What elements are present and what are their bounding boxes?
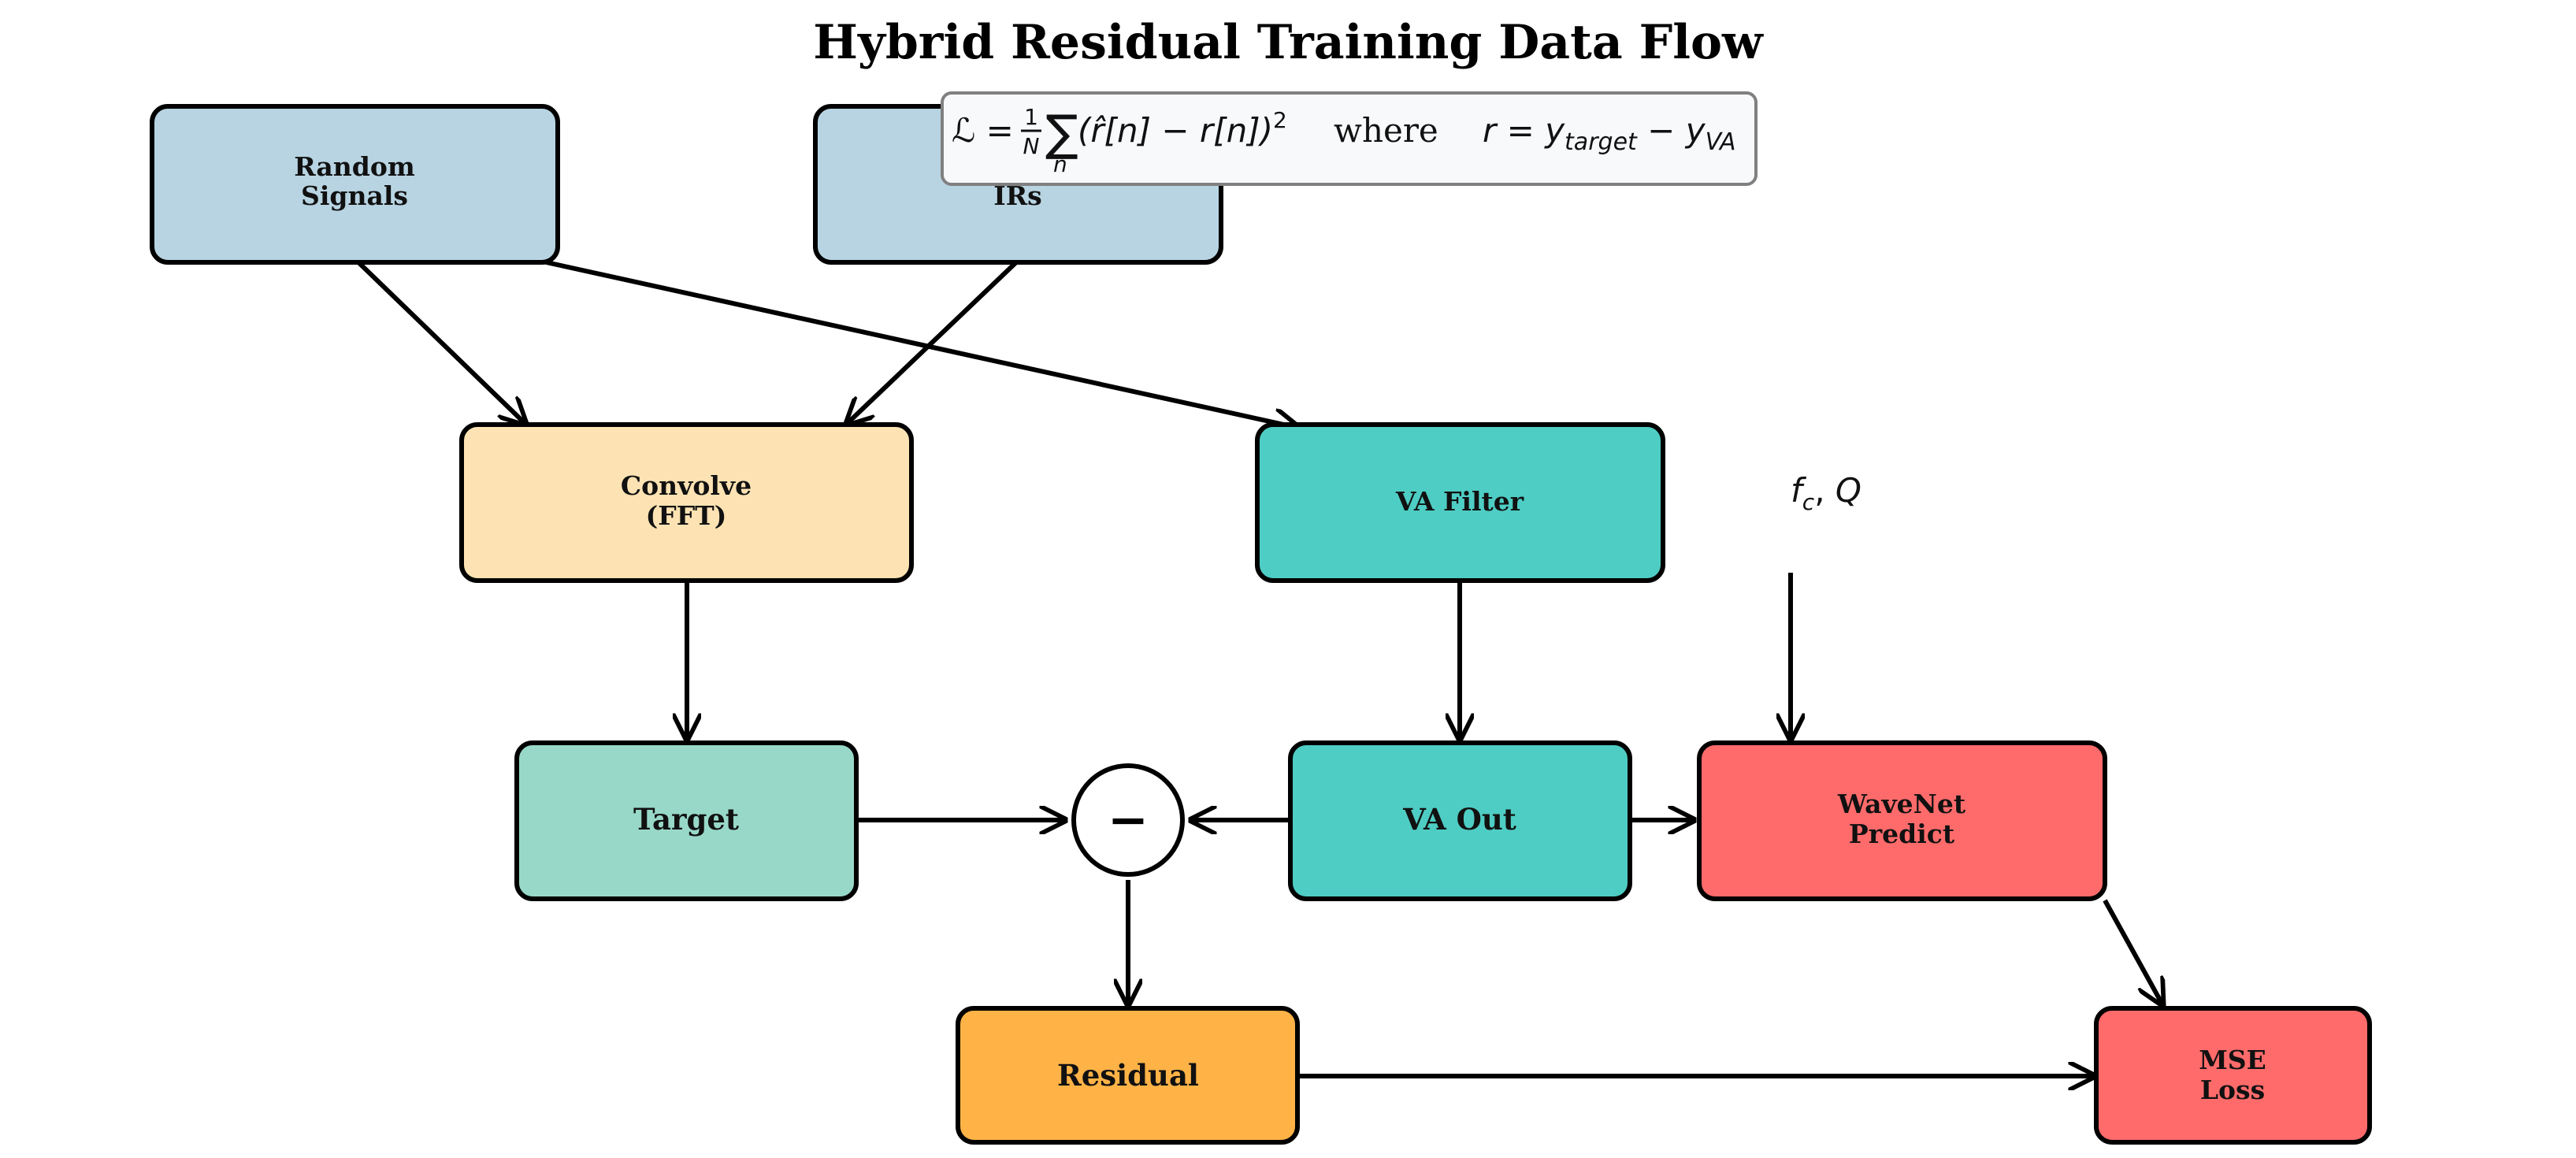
node-label-line: WaveNet [1837,789,1966,819]
loss-formula-lhs: ℒ = [952,111,1014,150]
loss-formula-fraction-num: 1 [1024,104,1038,130]
node-box [2094,1006,2372,1145]
node-random-signals: Random Signals [150,104,560,265]
edges [356,258,2162,1076]
node-label-line: VA Filter [1395,486,1524,517]
node-box [459,422,914,583]
loss-formula-residual-def: r = ytarget − yVA [1483,111,1736,156]
node-residual: Residual [956,1006,1300,1145]
node-label-line: Target [633,802,739,837]
node-label-line: Predict [1849,818,1955,849]
edge-random-to-va-filter [535,258,1298,428]
node-box [1288,740,1632,901]
node-box [514,740,859,901]
node-label-line: Loss [2200,1074,2265,1105]
node-target: Target [514,740,859,901]
loss-formula-body: (r̂[n] − r[n])2 [1078,107,1287,150]
node-box [956,1006,1300,1145]
node-va-out: VA Out [1288,740,1632,901]
node-label-line: Convolve [621,470,752,501]
filter-params-label: fc, Q [1791,471,1861,515]
diagram-title: Hybrid Residual Training Data Flow [813,15,1764,70]
node-box [1255,422,1665,583]
loss-formula-sum-index: n [1053,151,1067,177]
edge-random-to-convolve [356,260,525,424]
node-label-line: (FFT) [646,500,727,531]
edge-wavenet-to-mse [2103,899,2162,1004]
subtract-node: − [1071,763,1185,877]
loss-formula-fraction-den: N [1023,133,1040,159]
loss-formula: ℒ = 1 N ∑ n (r̂[n] − r[n])2 where r = yt… [941,91,1758,186]
node-box [150,104,560,265]
node-label-line: Signals [301,180,408,211]
node-mse-loss: MSE Loss [2094,1006,2372,1145]
node-wavenet-predict: WaveNet Predict [1697,740,2107,901]
loss-formula-where: where [1334,111,1438,150]
subtract-circle [1071,763,1185,877]
node-label-line: Residual [1057,1058,1199,1093]
subtract-symbol: − [1108,791,1149,848]
node-label-line: VA Out [1402,802,1516,837]
node-label-line: Random [294,151,415,182]
node-label-line: MSE [2199,1045,2266,1075]
loss-formula-box [941,91,1758,186]
node-box [1697,740,2107,901]
node-convolve: Convolve (FFT) [459,422,914,583]
loss-formula-sum: ∑ [1045,104,1078,161]
edge-irs-to-convolve [847,260,1019,424]
node-va-filter: VA Filter [1255,422,1665,583]
